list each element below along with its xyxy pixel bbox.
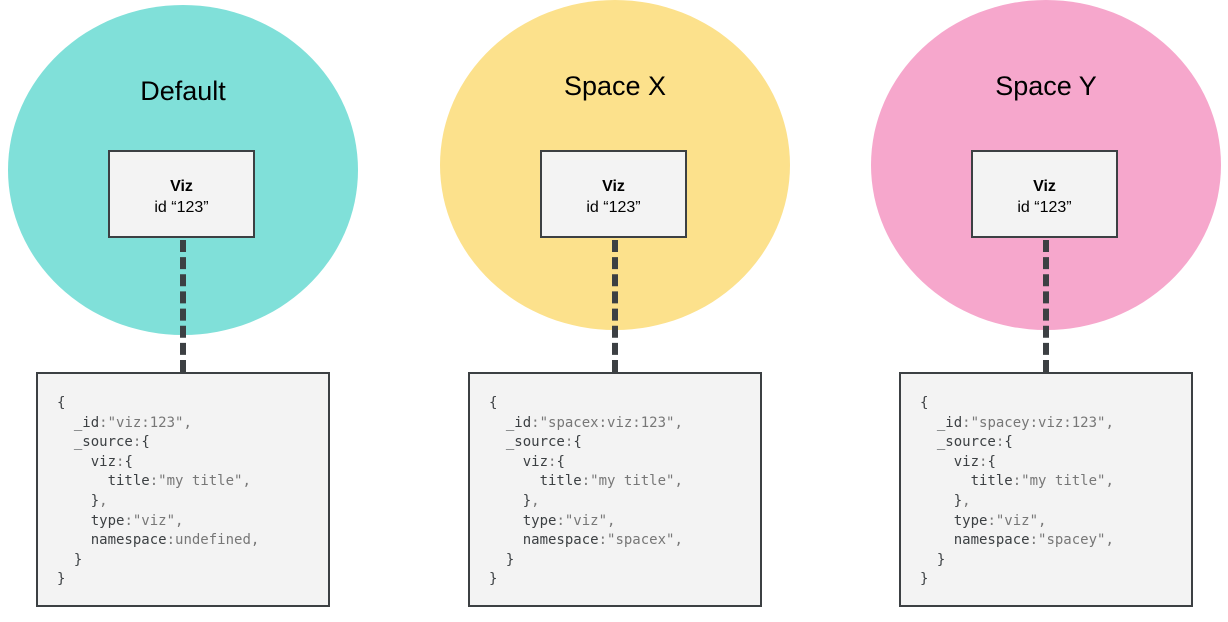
document-code-box: { _id:"spacey:viz:123", _source:{ viz:{ …: [899, 372, 1193, 607]
viz-box: Viz id “123”: [971, 150, 1118, 238]
viz-label: Viz: [170, 178, 193, 195]
space-title: Default: [140, 76, 226, 106]
connector-line: [612, 240, 618, 372]
viz-box: Viz id “123”: [108, 150, 255, 238]
viz-id: id “123”: [1017, 199, 1072, 216]
viz-id: id “123”: [586, 199, 641, 216]
viz-id: id “123”: [154, 199, 209, 216]
space-title: Space Y: [995, 71, 1097, 101]
viz-label: Viz: [602, 178, 625, 195]
space-title: Space X: [563, 71, 667, 101]
viz-box: Viz id “123”: [540, 150, 687, 238]
connector-line: [1043, 240, 1049, 372]
connector-line: [180, 240, 186, 372]
document-code-box: { _id:"viz:123", _source:{ viz:{ title:"…: [36, 372, 330, 607]
document-code-box: { _id:"spacex:viz:123", _source:{ viz:{ …: [468, 372, 762, 607]
viz-label: Viz: [1033, 178, 1056, 195]
